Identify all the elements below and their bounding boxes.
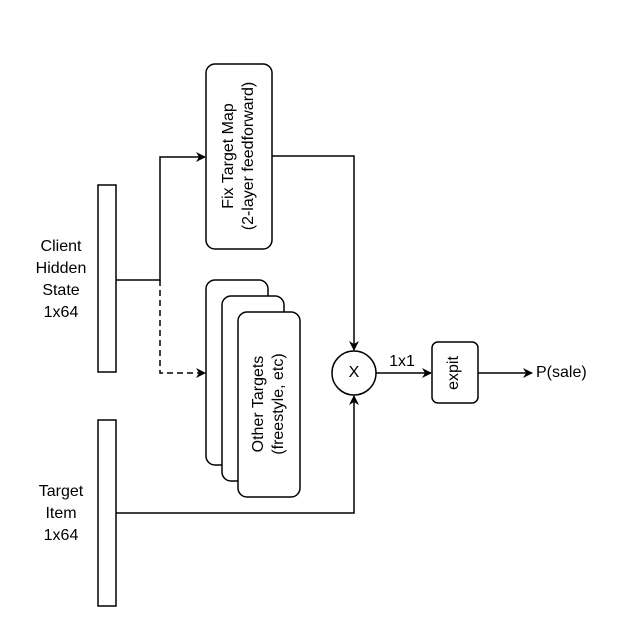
client-hidden-state-line2: Hidden — [35, 260, 87, 277]
client-hidden-state-line3: State — [42, 282, 80, 299]
target-item-line3: 1x64 — [43, 527, 79, 544]
client-hidden-state-bar — [97, 184, 117, 373]
fix-target-map-line1: Fix Target Map — [220, 103, 237, 209]
target-item-label: Target Item 1x64 — [20, 481, 102, 547]
other-targets-box-front — [237, 311, 301, 498]
multiply-label: X — [348, 364, 360, 381]
target-item-line1: Target — [38, 483, 84, 500]
client-hidden-state-label: Client Hidden State 1x64 — [20, 236, 102, 324]
edge-client-to-other-targets — [159, 280, 206, 378]
other-targets-label: Other Targets (freestyle, etc) — [249, 324, 289, 484]
client-hidden-state-line1: Client — [40, 238, 82, 255]
edge-client-to-fix-target-map — [116, 152, 206, 281]
fix-target-map-line2: (2-layer feedforward) — [240, 81, 257, 231]
other-targets-line1: Other Targets — [250, 355, 267, 453]
edge-fix-target-map-to-multiply — [272, 155, 359, 351]
edge-target-item-to-multiply — [116, 395, 359, 514]
output-label: P(sale) — [536, 364, 587, 381]
fix-target-map-label: Fix Target Map (2-layer feedforward) — [219, 66, 259, 246]
expit-label: expit — [445, 356, 462, 390]
other-targets-line2: (freestyle, etc) — [270, 353, 287, 455]
edge-1x1-label: 1x1 — [389, 353, 415, 370]
client-hidden-state-line4: 1x64 — [43, 304, 79, 321]
target-item-line2: Item — [45, 505, 77, 522]
